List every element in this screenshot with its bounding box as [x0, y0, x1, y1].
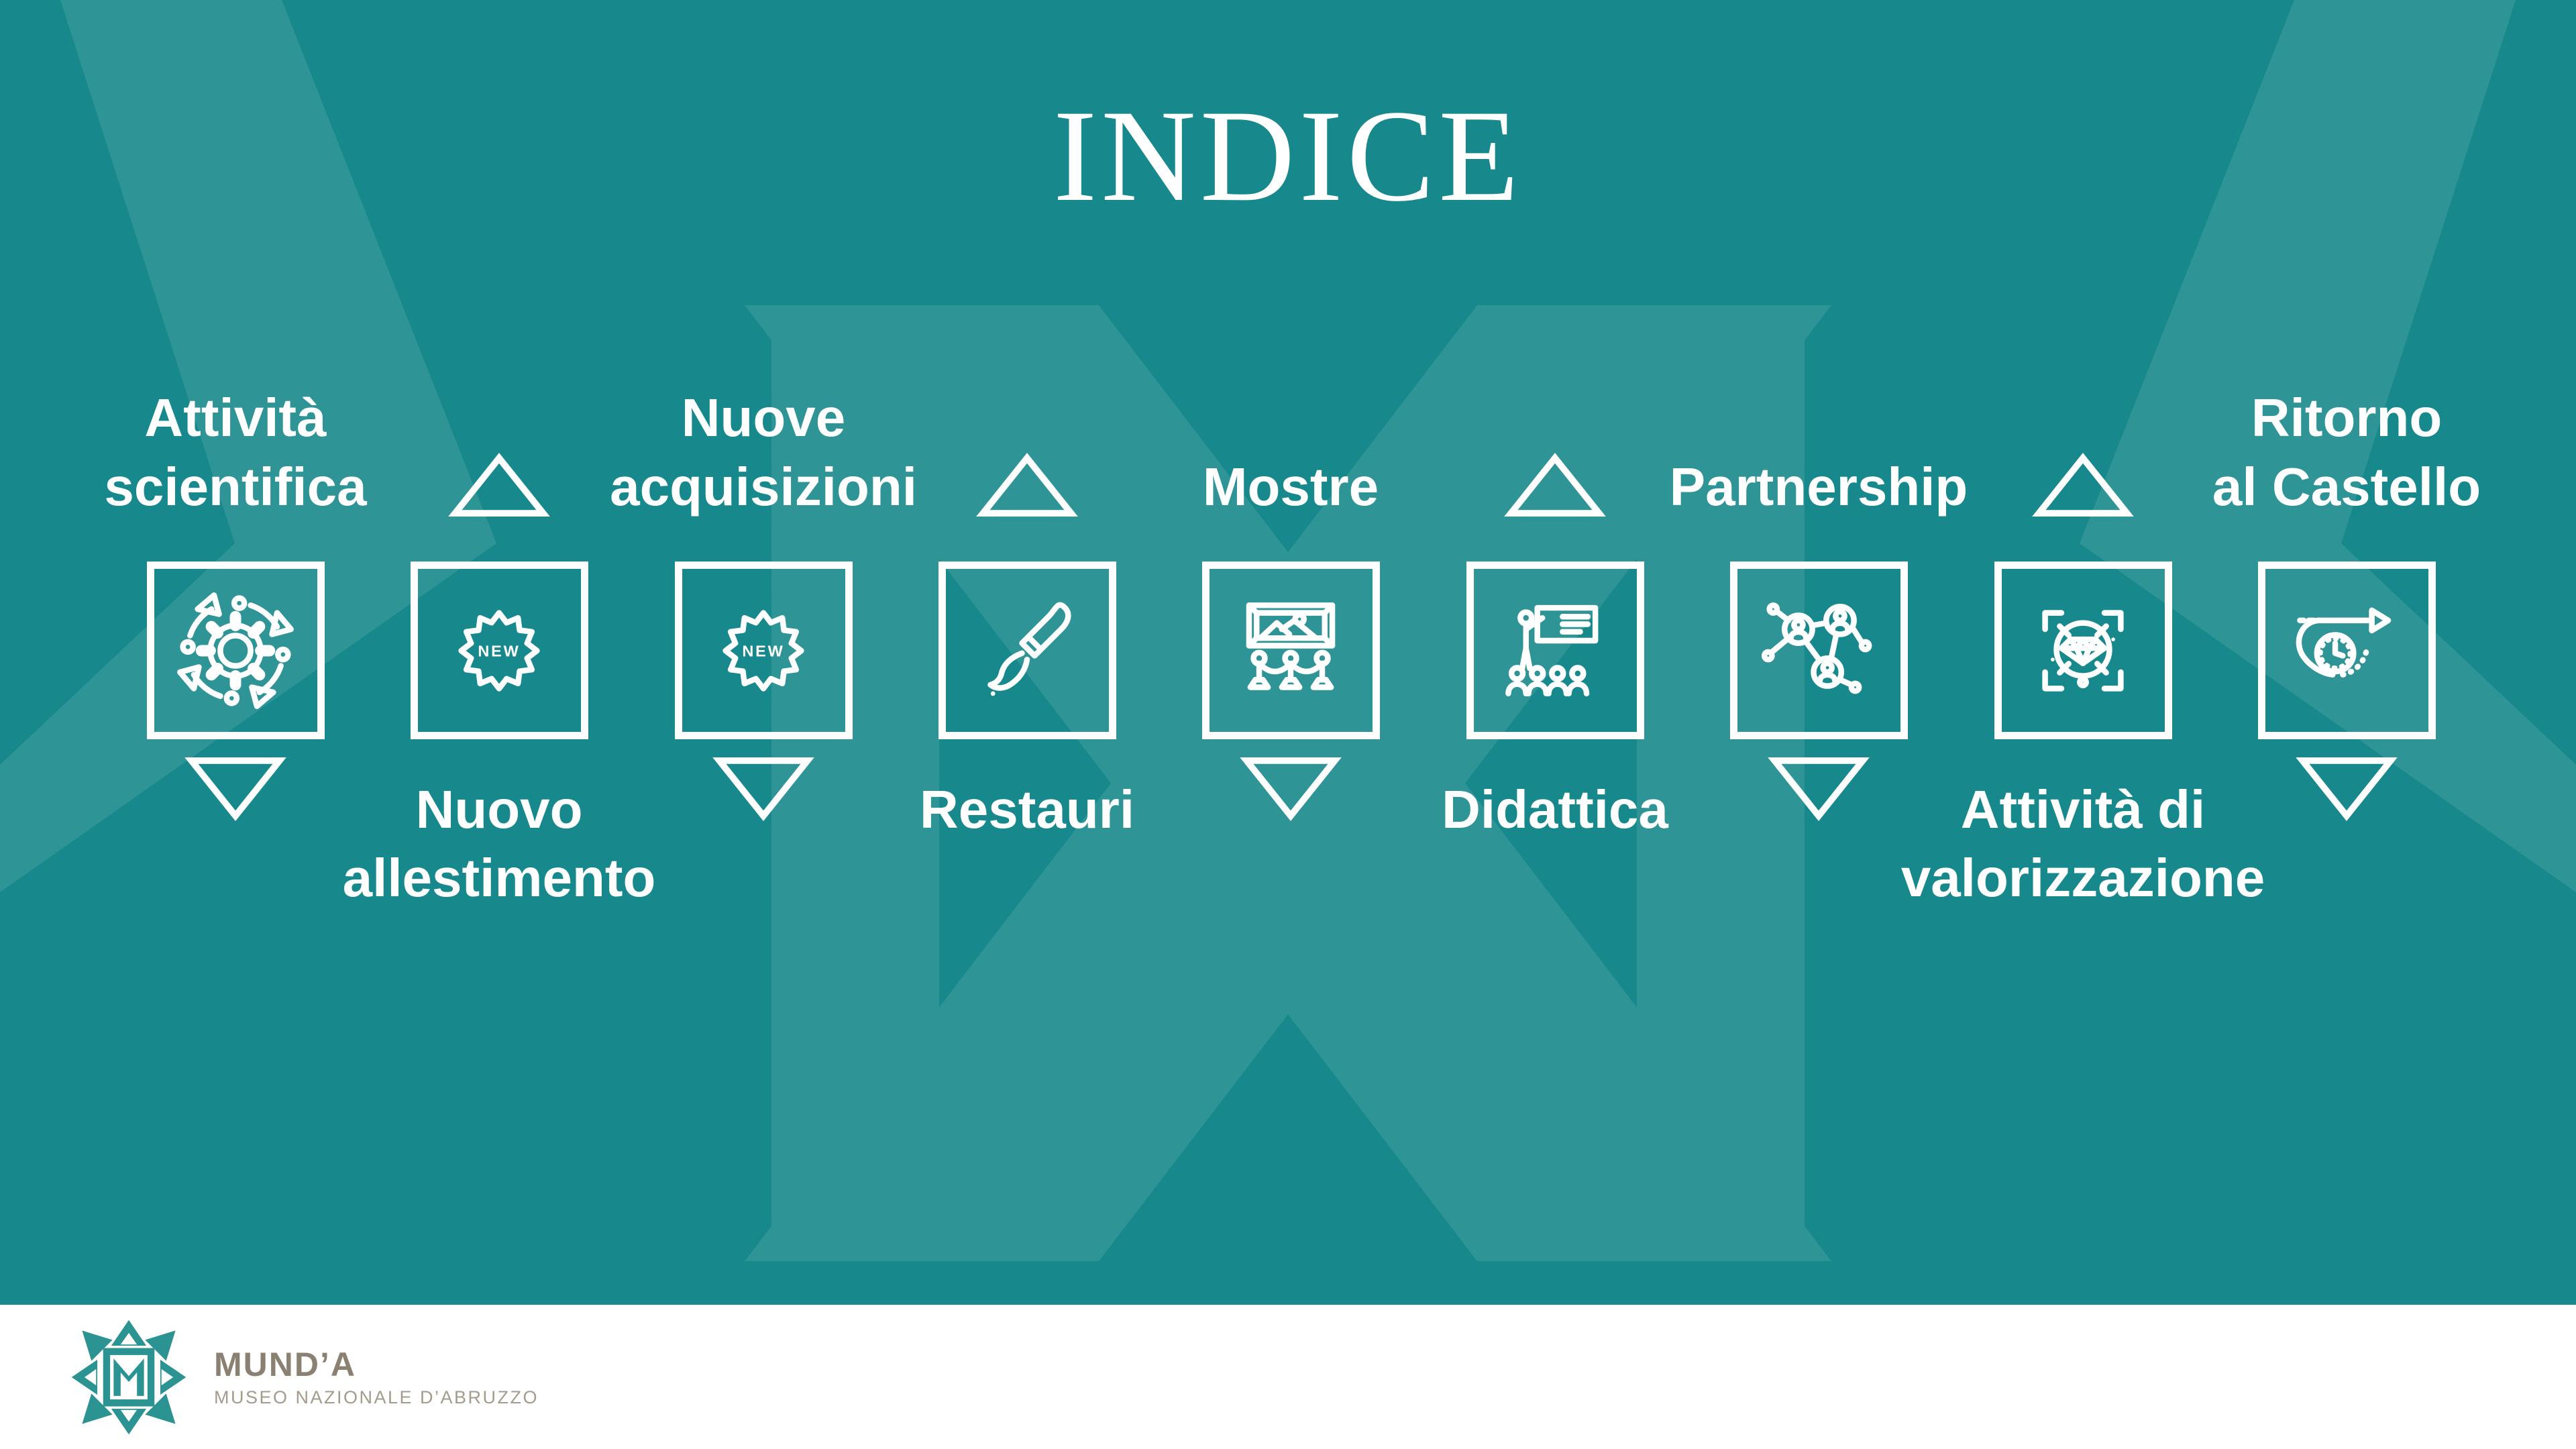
new-badge-text: NEW — [742, 642, 784, 659]
up-triangle-icon — [1504, 452, 1606, 517]
up-triangle-icon — [2032, 452, 2134, 517]
footer-bar: MUND’A MUSEO NAZIONALE D’ABRUZZO — [0, 1305, 2576, 1449]
exhibit-frame-icon — [1246, 602, 1336, 690]
icon-tile: NEW — [410, 561, 588, 739]
brand-name: MUND’A — [214, 1345, 356, 1383]
index-item-attivita-di-valorizzazione[interactable]: Attività di valorizzazione — [1901, 366, 2265, 913]
paintbrush-icon — [987, 602, 1071, 696]
lecture-icon — [1505, 604, 1599, 696]
index-item-label: Attività scientifica — [104, 388, 367, 517]
icon-tile — [1729, 561, 1908, 739]
new-badge-icon: NEW — [722, 609, 804, 692]
index-item-restauri[interactable]: Restauri — [886, 366, 1168, 844]
index-item-mostre[interactable]: Mostre — [1150, 366, 1432, 822]
page-title: INDICE — [1053, 83, 1523, 229]
index-item-nuovo-allestimento[interactable]: NEW Nuovo allestimento — [343, 366, 655, 913]
brand-subtitle: MUSEO NAZIONALE D’ABRUZZO — [214, 1387, 539, 1407]
index-item-label: Nuove acquisizioni — [610, 388, 917, 517]
index-item-attivita-scientifica[interactable]: Attività scientifica — [95, 366, 376, 822]
down-triangle-icon — [1240, 757, 1342, 822]
index-item-label: Didattica — [1442, 780, 1668, 839]
index-item-label: Restauri — [919, 780, 1135, 839]
down-triangle-icon — [2296, 757, 2398, 822]
index-item-label: Nuovo allestimento — [342, 780, 656, 908]
down-triangle-icon — [184, 757, 286, 822]
icon-tile — [2257, 561, 2436, 739]
index-item-label: Ritorno al Castello — [2212, 388, 2481, 517]
index-item-label: Attività di valorizzazione — [1900, 780, 2265, 908]
index-item-didattica[interactable]: Didattica — [1414, 366, 1696, 844]
up-triangle-icon — [976, 452, 1078, 517]
gear-cycle-icon — [177, 592, 294, 709]
up-triangle-icon — [448, 452, 550, 517]
down-triangle-icon — [712, 757, 814, 822]
icon-tile — [938, 561, 1116, 739]
index-item-ritorno-al-castello[interactable]: Ritorno al Castello — [2206, 366, 2487, 822]
new-badge-icon: NEW — [458, 609, 540, 692]
icon-tile — [146, 561, 325, 739]
people-network-icon — [1761, 602, 1872, 694]
icon-tile — [1994, 561, 2172, 739]
time-return-icon — [2296, 607, 2392, 678]
index-item-partnership[interactable]: Partnership — [1670, 366, 1968, 822]
icon-tile — [1201, 561, 1380, 739]
index-item-label: Mostre — [1202, 456, 1379, 517]
index-item-nuove-acquisizioni[interactable]: Nuove acquisizioni NEW — [610, 366, 917, 822]
new-badge-text: NEW — [478, 642, 520, 659]
brand-block: MUND’A MUSEO NAZIONALE D’ABRUZZO — [214, 1346, 539, 1408]
index-item-label: Partnership — [1669, 456, 1968, 517]
munda-logo-icon — [71, 1320, 186, 1434]
down-triangle-icon — [1768, 757, 1870, 822]
gem-focus-icon — [2042, 609, 2124, 692]
icon-tile — [1466, 561, 1644, 739]
icon-tile: NEW — [674, 561, 853, 739]
